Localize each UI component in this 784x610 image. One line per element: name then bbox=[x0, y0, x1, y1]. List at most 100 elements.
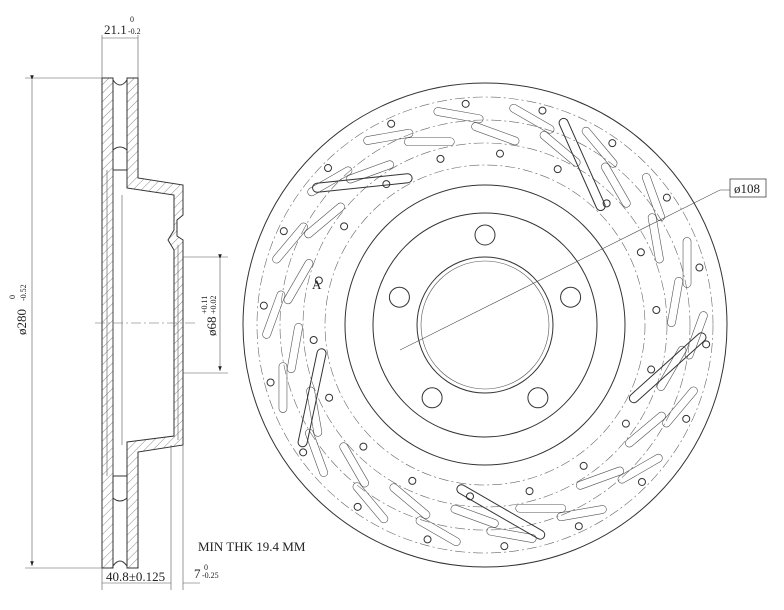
bolt-hole bbox=[560, 286, 582, 308]
slot bbox=[625, 411, 666, 448]
hat-edge bbox=[344, 184, 626, 466]
dimension-bore: ø68 +0.11 +0.02 bbox=[183, 254, 228, 374]
slot bbox=[617, 453, 663, 484]
drilled-hole bbox=[553, 165, 562, 174]
bore-lower-tol: +0.02 bbox=[209, 295, 218, 314]
drilled-hole bbox=[682, 414, 691, 423]
drilled-hole bbox=[340, 222, 349, 231]
drilled-hole bbox=[579, 461, 588, 470]
bolt-hole bbox=[421, 387, 443, 409]
slot bbox=[283, 259, 314, 305]
drilled-hole bbox=[538, 106, 547, 115]
slot bbox=[433, 107, 484, 124]
height-value: 40.8±0.125 bbox=[106, 569, 165, 584]
drilled-hole bbox=[637, 477, 646, 486]
drilled-hole bbox=[500, 542, 509, 551]
drilled-hole bbox=[495, 149, 504, 158]
slot bbox=[272, 222, 308, 264]
pcd-label: ø108 bbox=[734, 181, 760, 196]
long-groove bbox=[628, 332, 707, 404]
slot bbox=[601, 162, 631, 208]
thickness-lower-tol: -0.2 bbox=[128, 27, 141, 36]
thickness-upper-tol: 0 bbox=[130, 15, 134, 24]
drilled-hole bbox=[436, 154, 445, 163]
drilled-hole bbox=[325, 393, 334, 402]
slot bbox=[307, 166, 353, 197]
slot bbox=[641, 173, 665, 222]
bore-value: ø68 bbox=[204, 317, 219, 337]
slot bbox=[389, 483, 431, 519]
drilled-hole bbox=[359, 442, 368, 451]
pcd-callout: ø108 bbox=[720, 178, 767, 198]
outer-diameter-lower-tol: -0.52 bbox=[19, 284, 28, 301]
dimension-outer-diameter: ø280 0 -0.52 bbox=[8, 75, 102, 569]
outer-edge bbox=[242, 82, 728, 568]
drilled-hole bbox=[408, 476, 417, 485]
drilled-hole bbox=[324, 164, 333, 173]
hat-lower-tol: -0.25 bbox=[202, 571, 219, 580]
slot bbox=[345, 160, 395, 184]
slot bbox=[515, 503, 566, 513]
slot bbox=[486, 526, 537, 543]
long-groove bbox=[297, 348, 327, 448]
slot bbox=[575, 466, 625, 490]
slot bbox=[415, 516, 461, 547]
drilled-hole bbox=[314, 276, 323, 285]
outer-diameter-upper-tol: 0 bbox=[8, 295, 17, 299]
slot bbox=[352, 482, 389, 524]
drilled-hole bbox=[608, 139, 617, 148]
slot bbox=[262, 290, 286, 339]
bore-upper-tol: +0.11 bbox=[200, 296, 209, 314]
drilled-hole bbox=[461, 99, 470, 108]
slot bbox=[667, 276, 684, 327]
drilled-hole bbox=[279, 227, 288, 236]
slot bbox=[684, 311, 708, 360]
drilled-hole bbox=[602, 199, 611, 208]
slot bbox=[647, 213, 664, 264]
dimension-thickness: 21.1 0 -0.2 bbox=[101, 15, 141, 78]
dimension-height: 40.8±0.125 7 0 -0.25 bbox=[101, 445, 219, 590]
drilled-hole bbox=[266, 378, 275, 387]
drilled-hole bbox=[382, 180, 391, 189]
drilled-hole bbox=[309, 335, 318, 344]
drilled-hole bbox=[636, 248, 645, 257]
min-thickness-note: MIN THK 19.4 MM bbox=[198, 539, 306, 554]
drilled-hole bbox=[702, 340, 711, 349]
drilled-hole bbox=[695, 263, 704, 272]
slot bbox=[278, 362, 288, 413]
center-bore bbox=[416, 256, 554, 394]
drilled-hole bbox=[574, 522, 583, 531]
drilled-hole bbox=[525, 487, 534, 496]
section-label: A bbox=[312, 277, 322, 292]
slot bbox=[305, 428, 329, 477]
bolt-hole bbox=[527, 387, 549, 409]
front-view: A bbox=[242, 82, 728, 568]
slot bbox=[363, 128, 414, 145]
slot bbox=[581, 126, 618, 168]
long-groove bbox=[312, 173, 413, 193]
slot bbox=[450, 504, 499, 528]
slot bbox=[682, 237, 692, 288]
drilled-hole bbox=[652, 306, 661, 315]
drilled-hole bbox=[353, 502, 362, 511]
thickness-value: 21.1 bbox=[104, 22, 127, 37]
outer-diameter-value: ø280 bbox=[14, 309, 29, 335]
hub-edge bbox=[372, 212, 598, 438]
bolt-hole bbox=[388, 286, 410, 308]
slot bbox=[286, 323, 303, 374]
hat-value: 7 bbox=[194, 566, 201, 581]
slot bbox=[539, 131, 581, 167]
slot bbox=[404, 137, 455, 147]
drilled-hole bbox=[259, 301, 268, 310]
bolt-hole bbox=[474, 224, 496, 246]
slot bbox=[304, 202, 345, 239]
slot bbox=[662, 386, 698, 428]
drilled-hole bbox=[647, 365, 656, 374]
drilled-hole bbox=[387, 119, 396, 128]
slot bbox=[339, 442, 369, 488]
slot bbox=[509, 103, 555, 134]
slot bbox=[556, 505, 607, 522]
slot bbox=[471, 122, 520, 146]
hat-upper-tol: 0 bbox=[204, 563, 208, 572]
